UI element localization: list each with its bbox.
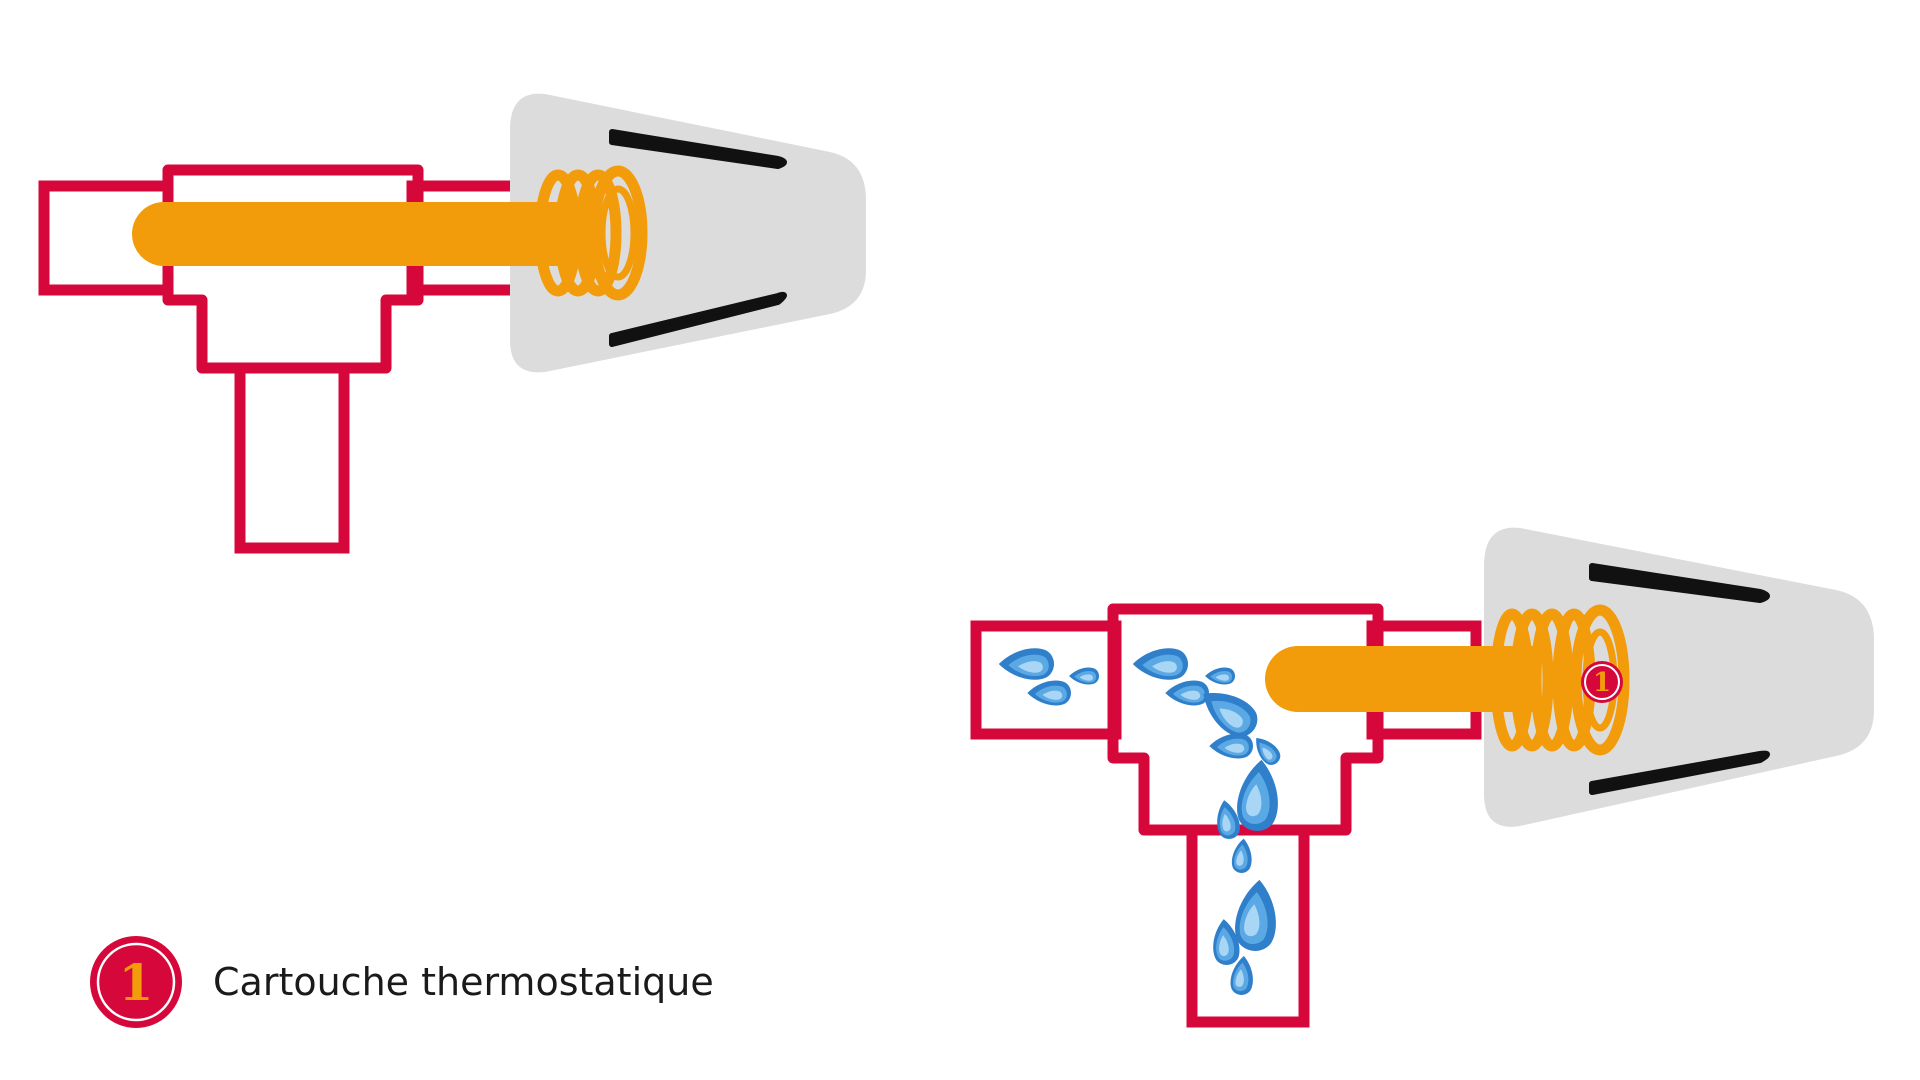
thermostatic-valve-closed xyxy=(38,93,866,554)
svg-text:1: 1 xyxy=(1593,668,1611,698)
cartridge-stem xyxy=(132,202,590,266)
cap-marking-bottom xyxy=(609,291,787,347)
cap-marking-top xyxy=(609,129,787,169)
pipe-body xyxy=(162,164,424,374)
cartridge-end xyxy=(598,185,638,281)
cap-marking-bottom xyxy=(1589,750,1770,795)
legend: 1 Cartouche thermostatique xyxy=(88,932,714,1032)
cartridge-spring xyxy=(1490,604,1630,756)
legend-badge-number: 1 xyxy=(119,953,154,1012)
thermostatic-cap xyxy=(1484,527,1874,827)
pipe-outlet xyxy=(234,362,350,554)
cartridge-spring xyxy=(534,165,648,301)
cartridge-stem xyxy=(1265,646,1540,712)
legend-badge-1: 1 xyxy=(90,936,182,1028)
pipe-outlet xyxy=(1186,824,1310,1028)
cartridge-marker-badge: 1 xyxy=(1581,661,1623,703)
thermostatic-valve-open: 1 xyxy=(970,527,1874,1028)
cap-marking-top xyxy=(1589,563,1770,603)
legend-label: Cartouche thermostatique xyxy=(213,960,714,1004)
